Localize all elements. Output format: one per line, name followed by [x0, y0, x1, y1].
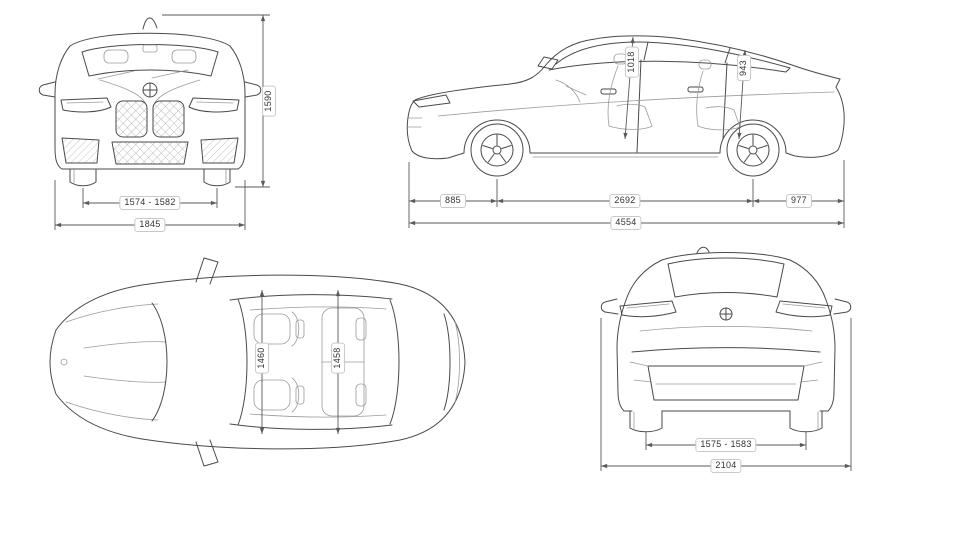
antenna-fin-icon — [142, 17, 158, 30]
front-door-seam — [636, 59, 642, 153]
top-silhouette — [49, 274, 466, 450]
wipers — [97, 69, 189, 80]
side-silhouette — [406, 35, 845, 160]
front-overhang-label: 885 — [440, 194, 466, 208]
top-view — [49, 257, 466, 467]
front-track-label: 1574 - 1582 — [119, 196, 181, 210]
windshield-base — [151, 302, 168, 422]
front-headroom-label: 1018 — [625, 46, 639, 78]
front-interior-width-label: 1460 — [255, 342, 269, 374]
rear-headroom-label: 943 — [737, 55, 751, 81]
right-taillight — [775, 300, 833, 318]
side-rear-wheel — [726, 123, 780, 177]
rear-left-tire — [629, 410, 663, 433]
side-view — [406, 35, 845, 177]
rear-track-label: 1575 - 1583 — [695, 438, 757, 452]
front-view — [38, 17, 262, 187]
wheelbase-label: 2692 — [609, 194, 641, 208]
hood-badge-icon — [60, 358, 68, 366]
rear-window-top-edge — [389, 299, 400, 425]
left-headrest — [103, 49, 129, 64]
rear-door-handle — [687, 86, 704, 93]
overall-height-label: 1590 — [262, 85, 276, 117]
left-headlight — [60, 97, 112, 113]
front-left-tire — [69, 168, 97, 187]
bmw-roundel-icon — [142, 82, 158, 98]
kidney-grille-left — [115, 100, 148, 138]
rear-window — [667, 257, 785, 298]
left-taillight — [619, 300, 677, 318]
front-door-handle — [600, 88, 617, 95]
front-right-mirror — [244, 81, 262, 98]
windshield — [81, 44, 219, 77]
center-air-intake — [111, 141, 189, 165]
rear-diffuser — [647, 365, 805, 401]
rear-view — [600, 246, 852, 433]
bmw-roundel-rear-icon — [719, 307, 733, 321]
left-air-intake — [61, 137, 100, 164]
rear-door-seam — [722, 62, 728, 140]
side-front-wheel — [470, 123, 524, 177]
seats-top — [253, 307, 367, 417]
front-right-tire — [203, 168, 231, 187]
interior-sketch — [555, 53, 741, 131]
rear-overhang-label: 977 — [786, 194, 812, 208]
mirror-width-label: 2104 — [710, 459, 742, 473]
right-headrest — [171, 49, 197, 64]
top-right-mirror — [195, 439, 219, 467]
side-mirror — [537, 56, 559, 70]
right-headlight — [188, 97, 240, 113]
rear-left-mirror — [600, 298, 619, 315]
kidney-grille-right — [152, 100, 185, 138]
dimension-lines — [54, 14, 852, 471]
right-air-intake — [200, 137, 239, 164]
side-headlight — [412, 94, 451, 108]
front-left-mirror — [38, 81, 56, 98]
rear-right-mirror — [833, 298, 852, 315]
rearview-mirror — [142, 44, 158, 53]
roof-front-edge — [237, 298, 248, 426]
rear-interior-width-label: 1458 — [331, 342, 345, 374]
top-left-mirror — [195, 257, 219, 285]
rear-right-tire — [789, 410, 823, 433]
overall-width-label: 1845 — [134, 218, 166, 232]
rear-window-base — [443, 313, 451, 411]
overall-length-label: 4554 — [610, 216, 642, 230]
rear-antenna-fin-icon — [696, 246, 710, 254]
